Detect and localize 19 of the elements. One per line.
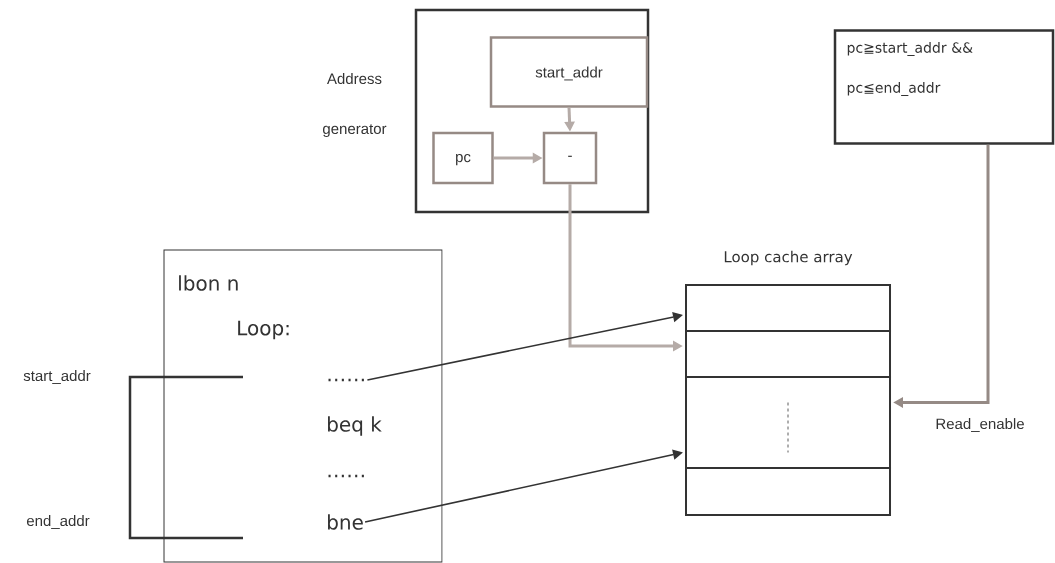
block-box: - bbox=[542, 131, 598, 185]
code-line: bne bbox=[328, 514, 363, 530]
code-line: …… bbox=[328, 474, 364, 478]
block-box: start_addr bbox=[489, 36, 649, 108]
condition-box: pc≧start_addr && pc≦end_addr bbox=[833, 29, 1055, 145]
array-row bbox=[685, 376, 891, 469]
code-line: …… bbox=[328, 378, 364, 382]
arrow bbox=[366, 311, 683, 381]
arrow bbox=[364, 449, 683, 523]
array-title: Loop cache array bbox=[724, 250, 853, 266]
array-row bbox=[685, 284, 891, 332]
edge-label: Read_enable bbox=[934, 417, 1026, 433]
address-label: end_addr bbox=[26, 515, 90, 529]
box-heading: Address generator bbox=[323, 73, 387, 137]
address-label: start_addr bbox=[23, 370, 91, 384]
block-box: pc bbox=[432, 131, 494, 185]
array-row bbox=[685, 330, 891, 378]
code-line: beq k bbox=[328, 416, 382, 436]
array-row bbox=[685, 467, 891, 516]
